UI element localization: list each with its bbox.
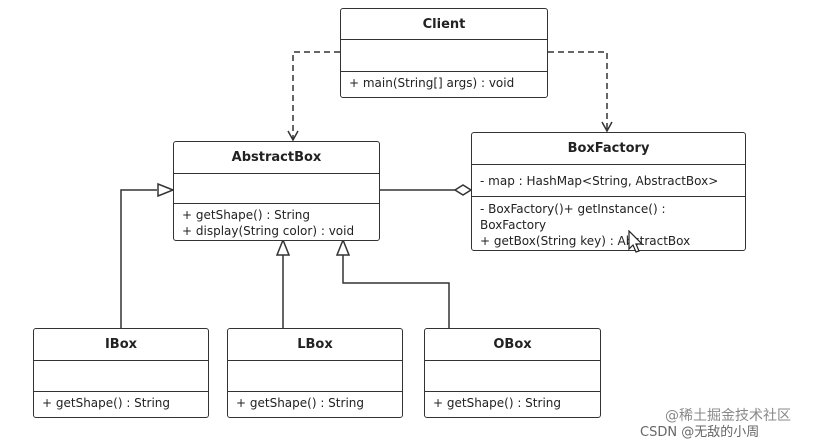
watermark-juejin: @稀土掘金技术社区 <box>665 408 791 424</box>
class-attributes <box>34 361 208 392</box>
class-client: Client + main(String[] args) : void <box>340 8 548 98</box>
attribute: - map : HashMap<String, AbstractBox> <box>480 173 719 188</box>
class-name: IBox <box>34 329 208 361</box>
class-name: Client <box>341 9 547 40</box>
inheritance-lbox-arrow <box>275 237 291 256</box>
class-attributes <box>425 361 600 392</box>
class-boxfactory: BoxFactory - map : HashMap<String, Abstr… <box>471 132 746 251</box>
watermark-csdn: CSDN @无敌的小周 <box>640 425 760 440</box>
operation: + display(String color) : void <box>182 224 355 238</box>
dependency-client-boxfactory <box>548 51 613 133</box>
inheritance-obox-arrow <box>335 237 351 256</box>
class-name: LBox <box>228 329 402 361</box>
class-attributes <box>228 361 402 392</box>
operation: + main(String[] args) : void <box>349 76 515 90</box>
operation: + getBox(String key) : AbstractBox <box>480 234 691 248</box>
class-ibox: IBox + getShape() : String <box>33 328 209 418</box>
class-name: AbstractBox <box>174 142 379 174</box>
class-attributes <box>174 174 379 204</box>
class-abstractbox: AbstractBox + getShape() : String + disp… <box>173 141 380 241</box>
inheritance-obox <box>342 255 450 328</box>
operation: - BoxFactory()+ getInstance() : BoxFacto… <box>480 202 666 232</box>
class-attributes <box>341 40 547 72</box>
class-attributes: - map : HashMap<String, AbstractBox> <box>472 165 745 197</box>
class-obox: OBox + getShape() : String <box>424 328 601 418</box>
operation: + getShape() : String <box>236 396 364 410</box>
inheritance-ibox <box>120 189 157 328</box>
class-operations: + main(String[] args) : void <box>341 72 547 94</box>
class-name: OBox <box>425 329 600 361</box>
class-operations: - BoxFactory()+ getInstance() : BoxFacto… <box>472 197 745 250</box>
class-operations: + getShape() : String <box>34 392 208 414</box>
aggregation-diamond <box>453 184 473 196</box>
class-operations: + getShape() : String <box>425 392 600 414</box>
mouse-cursor-icon <box>628 230 644 253</box>
operation: + getShape() : String <box>42 396 170 410</box>
inheritance-ibox-arrow <box>157 182 176 198</box>
class-name: BoxFactory <box>472 133 745 165</box>
operation: + getShape() : String <box>433 396 561 410</box>
operation: + getShape() : String <box>182 208 310 222</box>
class-operations: + getShape() : String + display(String c… <box>174 204 379 240</box>
class-lbox: LBox + getShape() : String <box>227 328 403 418</box>
dependency-client-abstractbox <box>287 51 340 142</box>
class-operations: + getShape() : String <box>228 392 402 414</box>
